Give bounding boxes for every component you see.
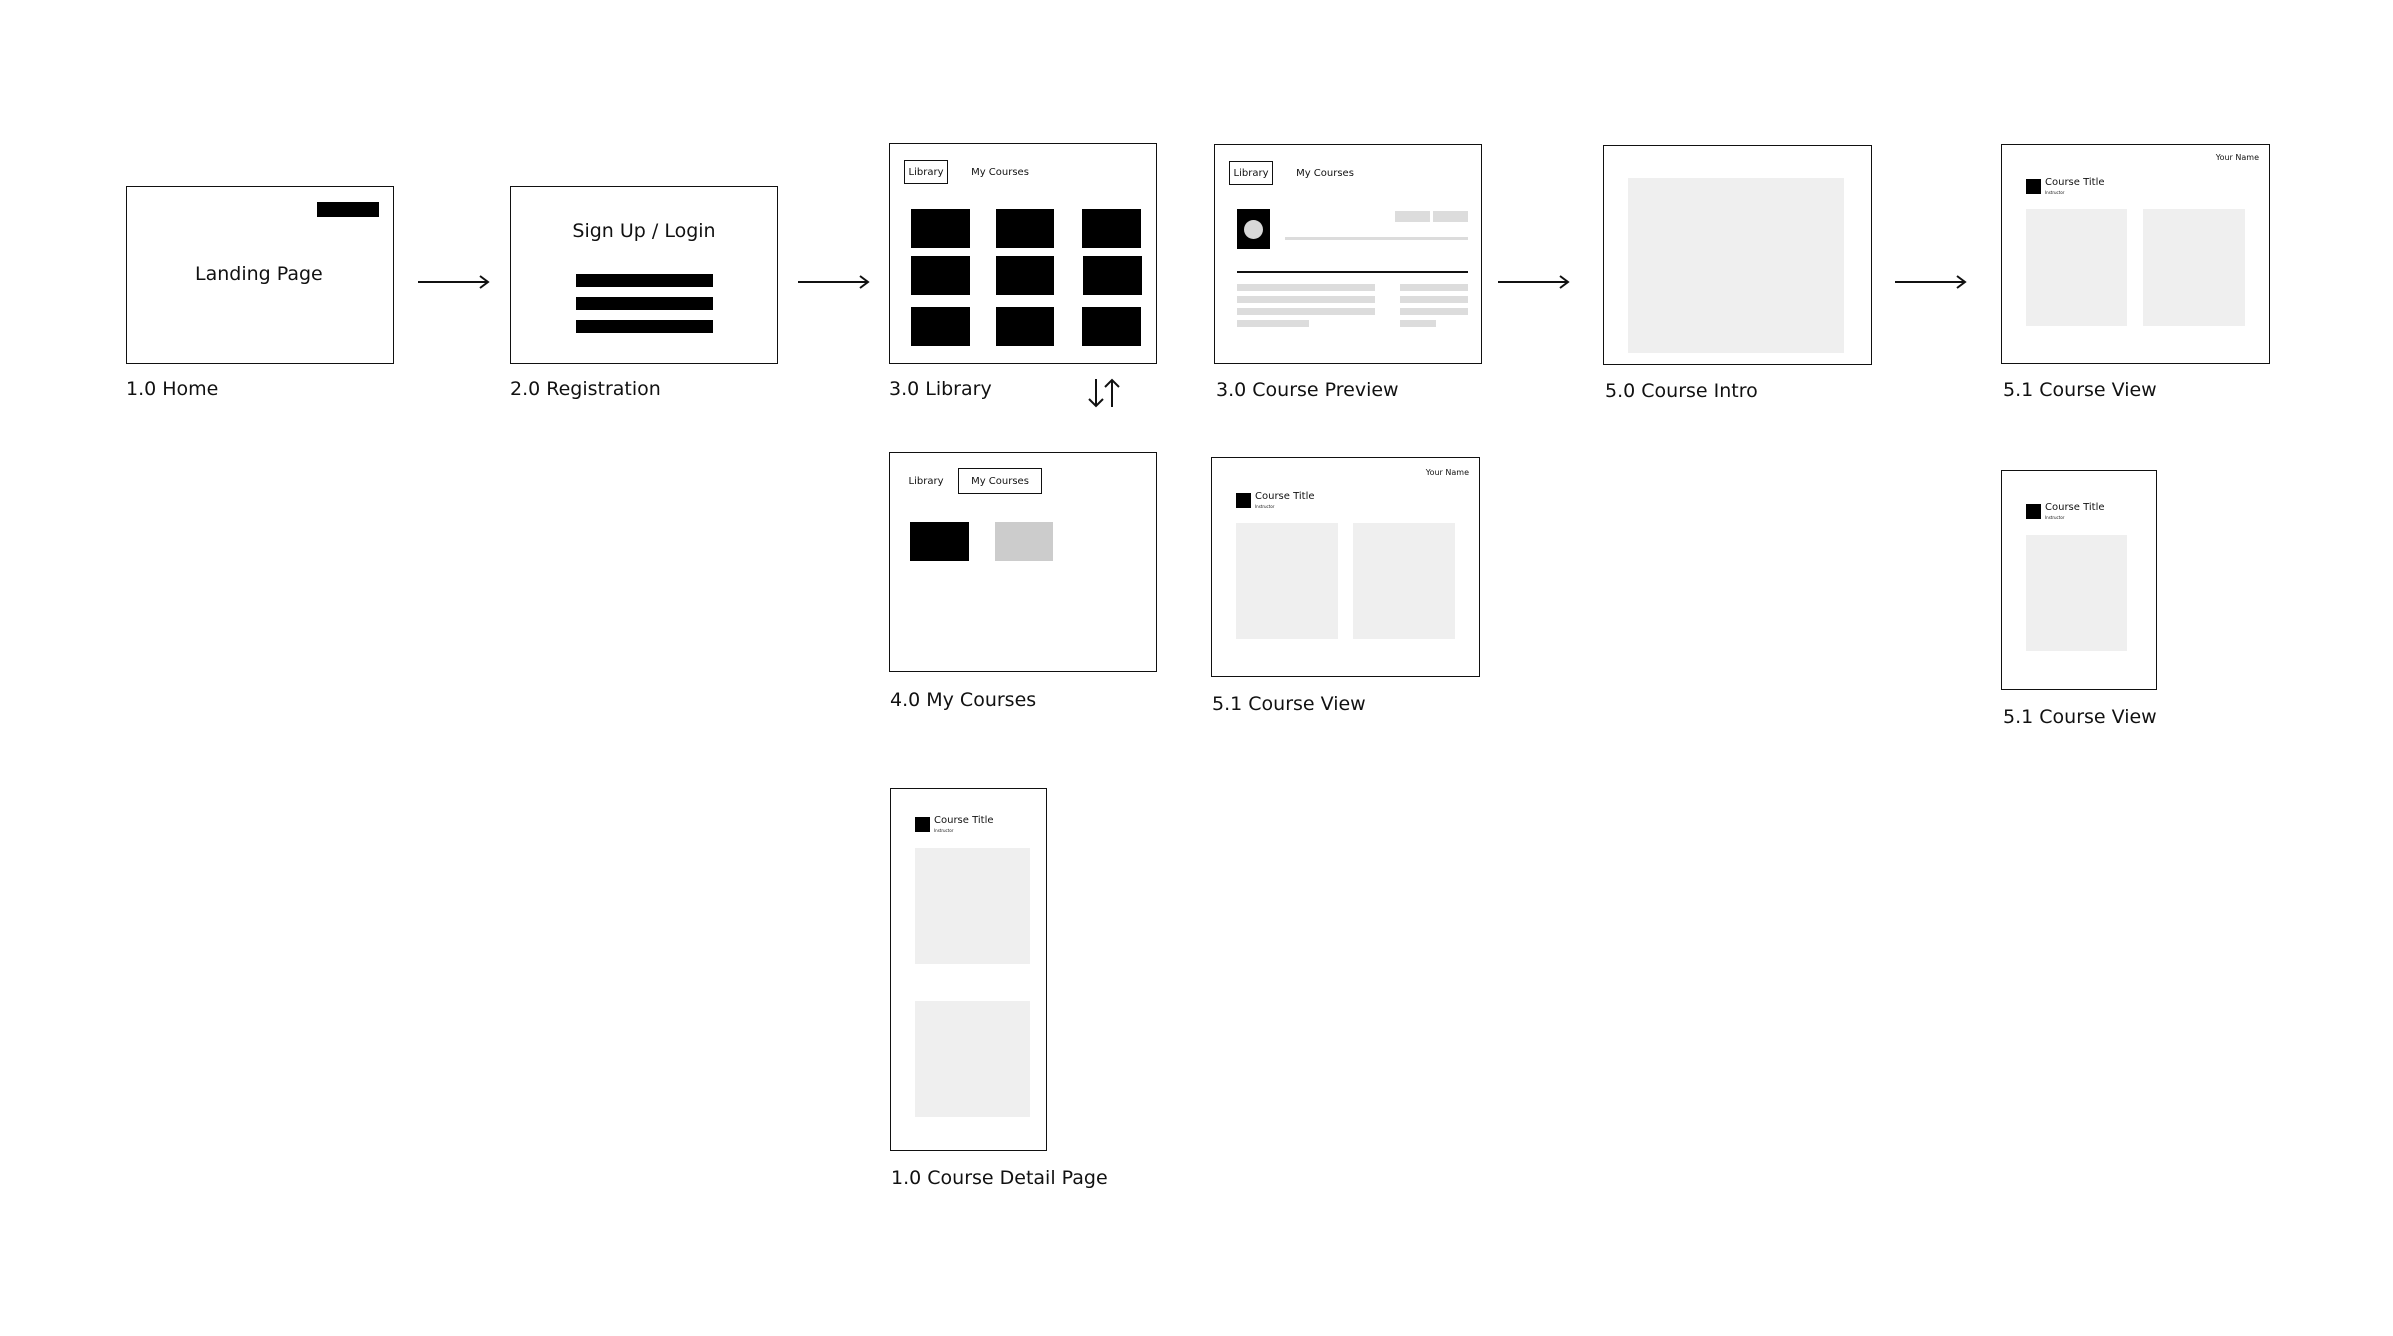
tab-library[interactable]: Library [908,475,944,487]
course-card [996,209,1054,248]
text-line [1400,320,1436,327]
course-view-tablet-caption: 5.1 Course View [1212,693,1366,715]
content-panel [2143,209,2245,326]
registration-caption: 2.0 Registration [510,378,661,400]
content-panel [915,848,1030,964]
library-caption: 3.0 Library [889,378,992,400]
course-preview-frame: Library My Courses [1214,144,1482,364]
content-panel [915,1001,1030,1117]
text-line [1400,284,1468,291]
course-view-tablet-frame: Your Name Course Title Instructor [1211,457,1480,677]
text-line [1237,284,1375,291]
course-icon [2026,504,2041,519]
content-panel [2026,535,2127,651]
course-detail-mobile-frame: Course Title Instructor [890,788,1047,1151]
course-card [996,307,1054,346]
price-tag-placeholder [1395,211,1430,222]
flow-arrow-icon [418,275,490,289]
course-icon [915,817,930,832]
course-preview-caption: 3.0 Course Preview [1216,379,1399,401]
form-field-bar [576,297,713,310]
course-card [911,209,970,248]
registration-frame: Sign Up / Login [510,186,778,364]
tab-my-courses[interactable]: My Courses [1296,167,1354,179]
avatar [1244,220,1263,239]
course-view-mobile-caption: 5.1 Course View [2003,706,2157,728]
user-name: Your Name [1425,468,1469,477]
home-caption: 1.0 Home [126,378,219,400]
divider [1237,271,1468,273]
content-panel [1353,523,1455,639]
course-card [911,256,970,295]
course-card [1082,307,1141,346]
text-line [1400,296,1468,303]
text-line [1400,308,1468,315]
content-panel [2026,209,2127,326]
user-name: Your Name [2215,153,2259,162]
landing-page-text: Landing Page [195,263,323,285]
course-detail-caption: 1.0 Course Detail Page [891,1167,1108,1189]
sign-up-login-text: Sign Up / Login [572,220,716,242]
course-view-desktop-frame: Your Name Course Title Instructor [2001,144,2270,364]
course-icon [1236,493,1251,508]
course-view-desktop-caption: 5.1 Course View [2003,379,2157,401]
form-field-bar [576,320,713,333]
course-title: Course Title [2045,502,2105,513]
content-panel [1236,523,1338,639]
instructor-label: Instructor [1255,504,1275,509]
instructor-label: Instructor [2045,515,2065,520]
library-frame: Library My Courses [889,143,1157,364]
tab-library[interactable]: Library [904,160,948,184]
text-line [1237,320,1309,327]
tab-my-courses[interactable]: My Courses [971,166,1029,178]
course-card [1082,209,1141,248]
form-field-bar [576,274,713,287]
instructor-label: Instructor [2045,190,2065,195]
enrolled-course-card [910,522,969,561]
text-line [1237,308,1375,315]
course-card [911,307,970,346]
flow-arrow-icon [1895,275,1967,289]
video-placeholder [1628,178,1844,353]
course-view-mobile-frame: Course Title Instructor [2001,470,2157,690]
tab-library[interactable]: Library [1229,161,1273,185]
course-title: Course Title [2045,177,2105,188]
course-title: Course Title [1255,491,1315,502]
price-tag-placeholder [1433,211,1468,222]
course-icon [2026,179,2041,194]
my-courses-caption: 4.0 My Courses [890,689,1037,711]
course-intro-caption: 5.0 Course Intro [1605,380,1758,402]
up-down-arrows-icon [1088,378,1120,408]
course-title: Course Title [934,815,994,826]
instructor-label: Instructor [934,828,954,833]
enrolled-course-card [995,522,1053,561]
course-card [996,256,1054,295]
my-courses-frame: Library My Courses [889,452,1157,672]
course-card [1083,256,1142,295]
text-line [1237,296,1375,303]
title-line [1285,237,1468,240]
course-intro-frame [1603,145,1872,365]
tab-my-courses[interactable]: My Courses [958,468,1042,494]
cta-button-placeholder [317,202,379,217]
flow-arrow-icon [798,275,870,289]
home-frame: Landing Page [126,186,394,364]
flow-arrow-icon [1498,275,1570,289]
